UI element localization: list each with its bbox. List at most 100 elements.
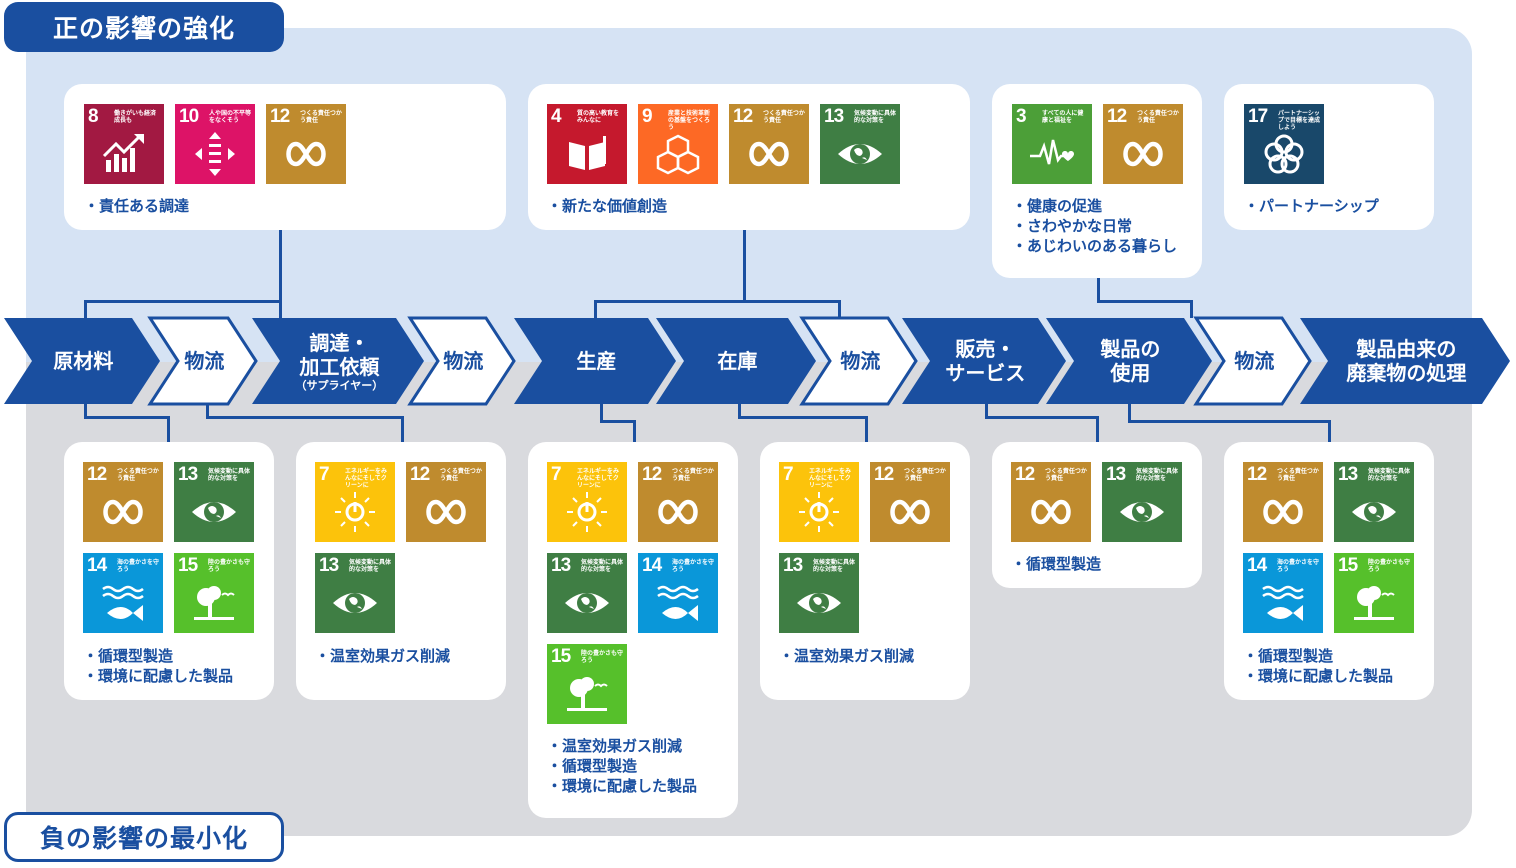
chain-step-text: 加工依頼	[299, 354, 380, 379]
sdg-number: 13	[1338, 464, 1358, 485]
connector-segment	[594, 300, 597, 318]
climate-icon	[565, 593, 609, 613]
sdg-number: 3	[1016, 106, 1027, 127]
chain-step-label: 物流	[427, 318, 500, 404]
chain-step-label: 物流	[1213, 318, 1296, 404]
connector-segment	[1130, 420, 1330, 423]
connector-segment	[738, 416, 868, 419]
sdg-title: 気候変動に具体的な対策を	[813, 559, 856, 573]
chain-step-text: サービス	[945, 361, 1026, 385]
chain-step-text: 物流	[840, 349, 881, 373]
climate-icon	[797, 593, 841, 613]
impact-items: ・責任ある調達	[84, 196, 189, 216]
sdg-title: 気候変動に具体的な対策を	[854, 110, 897, 124]
impact-items: ・循環型製造	[1011, 554, 1101, 574]
climate-icon	[1352, 502, 1396, 522]
chain-step-label: 製品由来の廃棄物の処理	[1317, 318, 1496, 404]
chain-step-label: 製品の使用	[1063, 318, 1198, 404]
impact-items: ・パートナーシップ	[1244, 196, 1379, 216]
land-icon	[194, 586, 235, 620]
sdg-number: 12	[87, 464, 107, 485]
sdg-title: 質の高い教育をみんなに	[577, 110, 620, 124]
sdg-number: 4	[551, 106, 562, 127]
connector-segment	[84, 404, 87, 418]
impact-item: ・温室効果ガス削減	[547, 737, 683, 755]
connector-segment	[84, 300, 282, 303]
connector-segment	[600, 404, 603, 422]
sdg-title: つくる責任つかう責任	[117, 468, 159, 482]
sdg-number: 12	[410, 464, 430, 485]
sdg-number: 12	[1247, 464, 1267, 485]
sdg-number: 7	[319, 464, 330, 485]
sdg-number: 13	[783, 555, 803, 576]
impact-items: ・循環型製造・環境に配慮した製品	[83, 646, 233, 686]
sdg-title: パートナーシップで目標を達成しよう	[1278, 110, 1321, 131]
connector-segment	[594, 300, 840, 303]
climate-icon	[838, 144, 882, 164]
sdg-number: 13	[551, 555, 571, 576]
connector-segment	[1097, 300, 1193, 303]
connector-segment	[1097, 278, 1100, 302]
sdg-title: 気候変動に具体的な対策を	[1136, 468, 1179, 482]
climate-icon	[333, 593, 377, 613]
sdg-number: 15	[178, 555, 198, 576]
sdg-number: 12	[642, 464, 662, 485]
impact-item: ・温室効果ガス削減	[315, 647, 451, 665]
chain-step-label: 物流	[167, 318, 242, 404]
connector-segment	[985, 416, 1099, 419]
impact-item: ・新たな価値創造	[547, 197, 668, 215]
impact-item: ・環境に配慮した製品	[547, 777, 698, 795]
consumption-icon	[1031, 499, 1071, 525]
sdg-title: 陸の豊かさも守ろう	[581, 650, 624, 664]
connector-segment	[167, 416, 170, 442]
sdg-3-tile: 3 すべての人に健康と福祉を	[1012, 104, 1092, 184]
sdg-number: 9	[642, 106, 653, 127]
sdg-title: 海の豊かさを守ろう	[117, 559, 160, 573]
chain-step-text: 製品由来の	[1356, 337, 1457, 361]
chain-step-text: 調達・	[309, 330, 370, 355]
connector-segment	[1096, 416, 1099, 442]
connector-segment	[1128, 420, 1131, 423]
connector-segment	[738, 404, 741, 418]
sdg-title: 陸の豊かさも守ろう	[1368, 559, 1411, 573]
sdg-number: 12	[1015, 464, 1035, 485]
connector-segment	[743, 230, 746, 302]
consumption-icon	[749, 141, 789, 167]
consumption-icon	[890, 499, 930, 525]
land-icon	[567, 677, 608, 711]
impact-item: ・循環型製造	[83, 647, 174, 665]
sdg-title: つくる責任つかう責任	[763, 110, 805, 124]
negative-impact-header: 負の影響の最小化	[4, 812, 284, 862]
climate-icon	[1120, 502, 1164, 522]
chain-step-label: 原材料	[21, 318, 146, 404]
sdg-13-tile: 13 気候変動に具体的な対策を	[779, 553, 859, 633]
chain-step-text: 販売・	[955, 337, 1016, 361]
sdg-title: 海の豊かさを守ろう	[1277, 559, 1320, 573]
sdg-title: つくる責任つかう責任	[1137, 110, 1179, 124]
impact-items: ・温室効果ガス削減	[315, 646, 450, 666]
sdg-title: すべての人に健康と福祉を	[1042, 110, 1084, 124]
consumption-icon	[1123, 141, 1163, 167]
impact-item: ・健康の促進	[1012, 197, 1103, 215]
growth-icon	[102, 134, 144, 172]
consumption-icon	[286, 141, 326, 167]
connector-segment	[84, 300, 87, 318]
